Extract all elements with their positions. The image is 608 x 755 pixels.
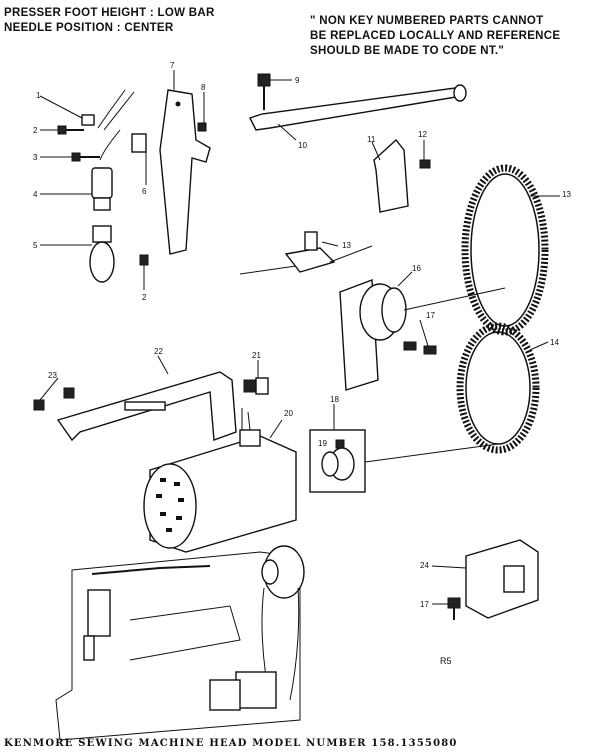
model-number-footer: KENMORE SEWING MACHINE HEAD MODEL NUMBER…	[4, 738, 458, 749]
page-code: R5	[440, 656, 452, 666]
part-16-pulley-assembly	[339, 271, 506, 391]
non-key-parts-note-line2: BE REPLACED LOCALLY AND REFERENCE	[310, 30, 561, 42]
callout-23: 23	[48, 371, 57, 380]
callout-21: 21	[252, 351, 261, 360]
callout-14: 14	[550, 338, 559, 347]
part-24-switch-block	[431, 539, 539, 619]
callout-7: 7	[170, 61, 175, 70]
needle-position-note: NEEDLE POSITION : CENTER	[4, 22, 174, 34]
part-5-light-bulb	[40, 225, 115, 283]
part-12-screw	[419, 140, 431, 169]
part-14-belt	[456, 322, 549, 454]
callout-8: 8	[201, 83, 206, 92]
callout-2-lower: 2	[142, 293, 147, 302]
part-2-screw-lower	[139, 254, 149, 290]
part-22-motor-bracket	[56, 355, 237, 442]
part-20-motor	[143, 408, 297, 553]
part-3-screw	[40, 152, 100, 162]
part-9-screw	[257, 73, 292, 110]
callout-18: 18	[330, 395, 339, 404]
part-15-switch-plate	[239, 231, 373, 275]
callout-4: 4	[33, 190, 38, 199]
callout-9: 9	[295, 76, 300, 85]
callout-20: 20	[284, 409, 293, 418]
part-10-lever-arm	[249, 84, 467, 141]
callout-22: 22	[154, 347, 163, 356]
callout-13: 13	[562, 190, 571, 199]
part-13-belt	[461, 164, 560, 336]
part-8-screw	[197, 92, 207, 132]
callout-17-lower: 17	[420, 600, 429, 609]
callout-5: 5	[33, 241, 38, 250]
callout-17: 17	[426, 311, 435, 320]
callout-3: 3	[33, 153, 38, 162]
part-18-motor-pulley	[309, 404, 499, 493]
callout-10: 10	[298, 141, 307, 150]
callout-24: 24	[420, 561, 429, 570]
machine-head-body	[55, 545, 305, 741]
part-2-screw	[40, 125, 84, 135]
presser-foot-height-note: PRESSER FOOT HEIGHT : LOW BAR	[4, 7, 215, 19]
part-21-screw	[243, 360, 269, 395]
callout-12: 12	[418, 130, 427, 139]
callout-2: 2	[33, 126, 38, 135]
callout-6: 6	[142, 187, 147, 196]
callout-1: 1	[36, 91, 41, 100]
non-key-parts-note-line1: " NON KEY NUMBERED PARTS CANNOT	[310, 15, 544, 27]
non-key-parts-note-line3: SHOULD BE MADE TO CODE NT."	[310, 45, 505, 57]
part-17-screws	[403, 319, 437, 355]
callout-11: 11	[367, 135, 376, 144]
part-4-lamp-socket	[40, 167, 113, 211]
part-11-bracket	[371, 138, 409, 213]
part-6-clip	[131, 133, 147, 185]
part-23-screws	[33, 377, 75, 411]
part-17-screw-lower	[432, 597, 461, 620]
callout-19: 19	[318, 439, 327, 448]
part-1-clip	[39, 95, 95, 126]
part-7-lamp-bracket	[159, 70, 211, 255]
callout-13-switch: 13	[342, 241, 351, 250]
callout-16: 16	[412, 264, 421, 273]
